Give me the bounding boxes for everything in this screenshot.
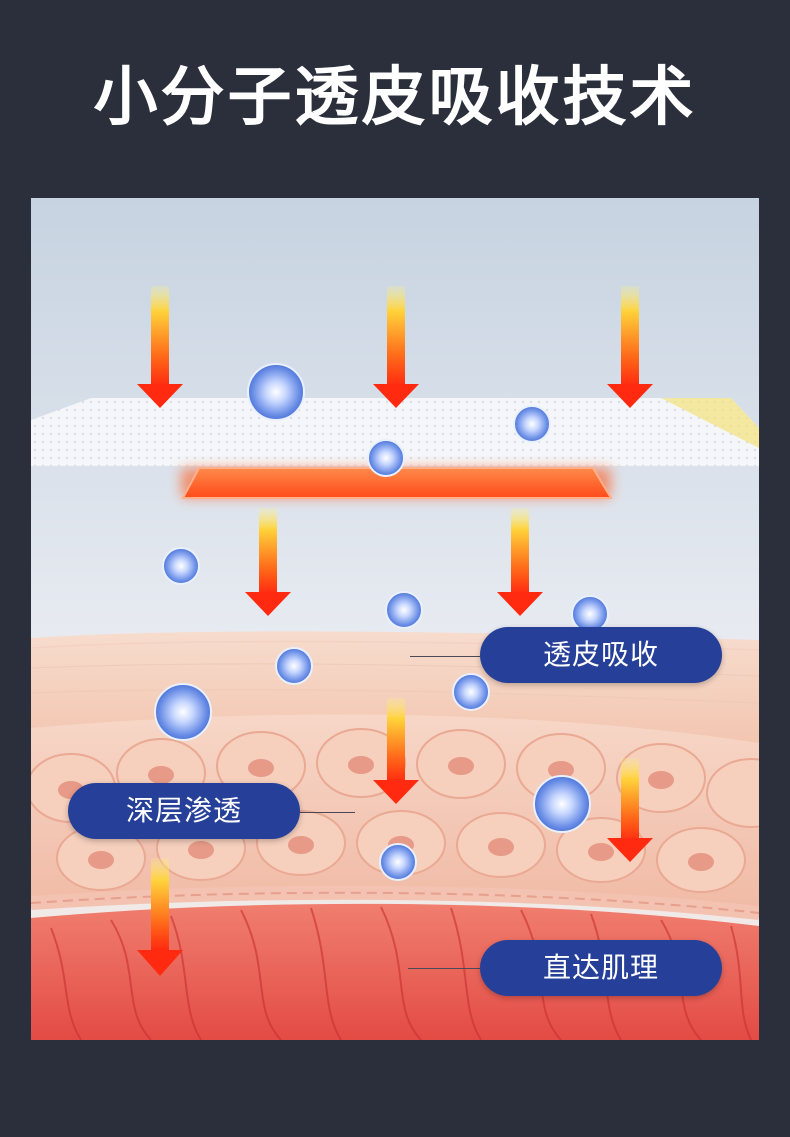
page-title: 小分子透皮吸收技术 bbox=[93, 61, 697, 135]
arrow-down-icon bbox=[373, 286, 419, 408]
bubble-icon bbox=[162, 547, 200, 585]
arrow-down-icon bbox=[497, 508, 543, 616]
bubble-icon bbox=[513, 405, 551, 443]
bubble-icon bbox=[379, 843, 417, 881]
arrow-down-icon bbox=[137, 286, 183, 408]
leader-line bbox=[410, 656, 480, 657]
label-transdermal-absorption: 透皮吸收 bbox=[480, 627, 722, 683]
leader-line bbox=[408, 968, 480, 969]
muscle-layer bbox=[31, 903, 759, 1040]
arrow-down-icon bbox=[607, 286, 653, 408]
patch-edge-stripe bbox=[661, 398, 759, 448]
heat-patch bbox=[181, 467, 613, 499]
bubble-icon bbox=[533, 775, 591, 833]
penetration-arrows bbox=[137, 286, 653, 976]
cell-nuclei bbox=[58, 756, 714, 871]
arrow-down-icon bbox=[245, 508, 291, 616]
arrow-down-icon bbox=[373, 698, 419, 804]
bubble-icon bbox=[385, 591, 423, 629]
mesh-patch bbox=[31, 398, 759, 466]
bubble-icon bbox=[275, 647, 313, 685]
leader-line bbox=[300, 812, 355, 813]
label-reach-muscle: 直达肌理 bbox=[480, 940, 722, 996]
arrow-down-icon bbox=[607, 758, 653, 862]
skin-absorption-illustration bbox=[31, 198, 759, 1040]
bubble-icon bbox=[154, 683, 212, 741]
molecule-bubbles bbox=[154, 363, 609, 881]
arrow-down-icon bbox=[137, 858, 183, 976]
bubble-icon bbox=[247, 363, 305, 421]
bubble-icon bbox=[367, 439, 405, 477]
label-deep-penetration: 深层渗透 bbox=[68, 783, 300, 839]
bubble-icon bbox=[452, 673, 490, 711]
